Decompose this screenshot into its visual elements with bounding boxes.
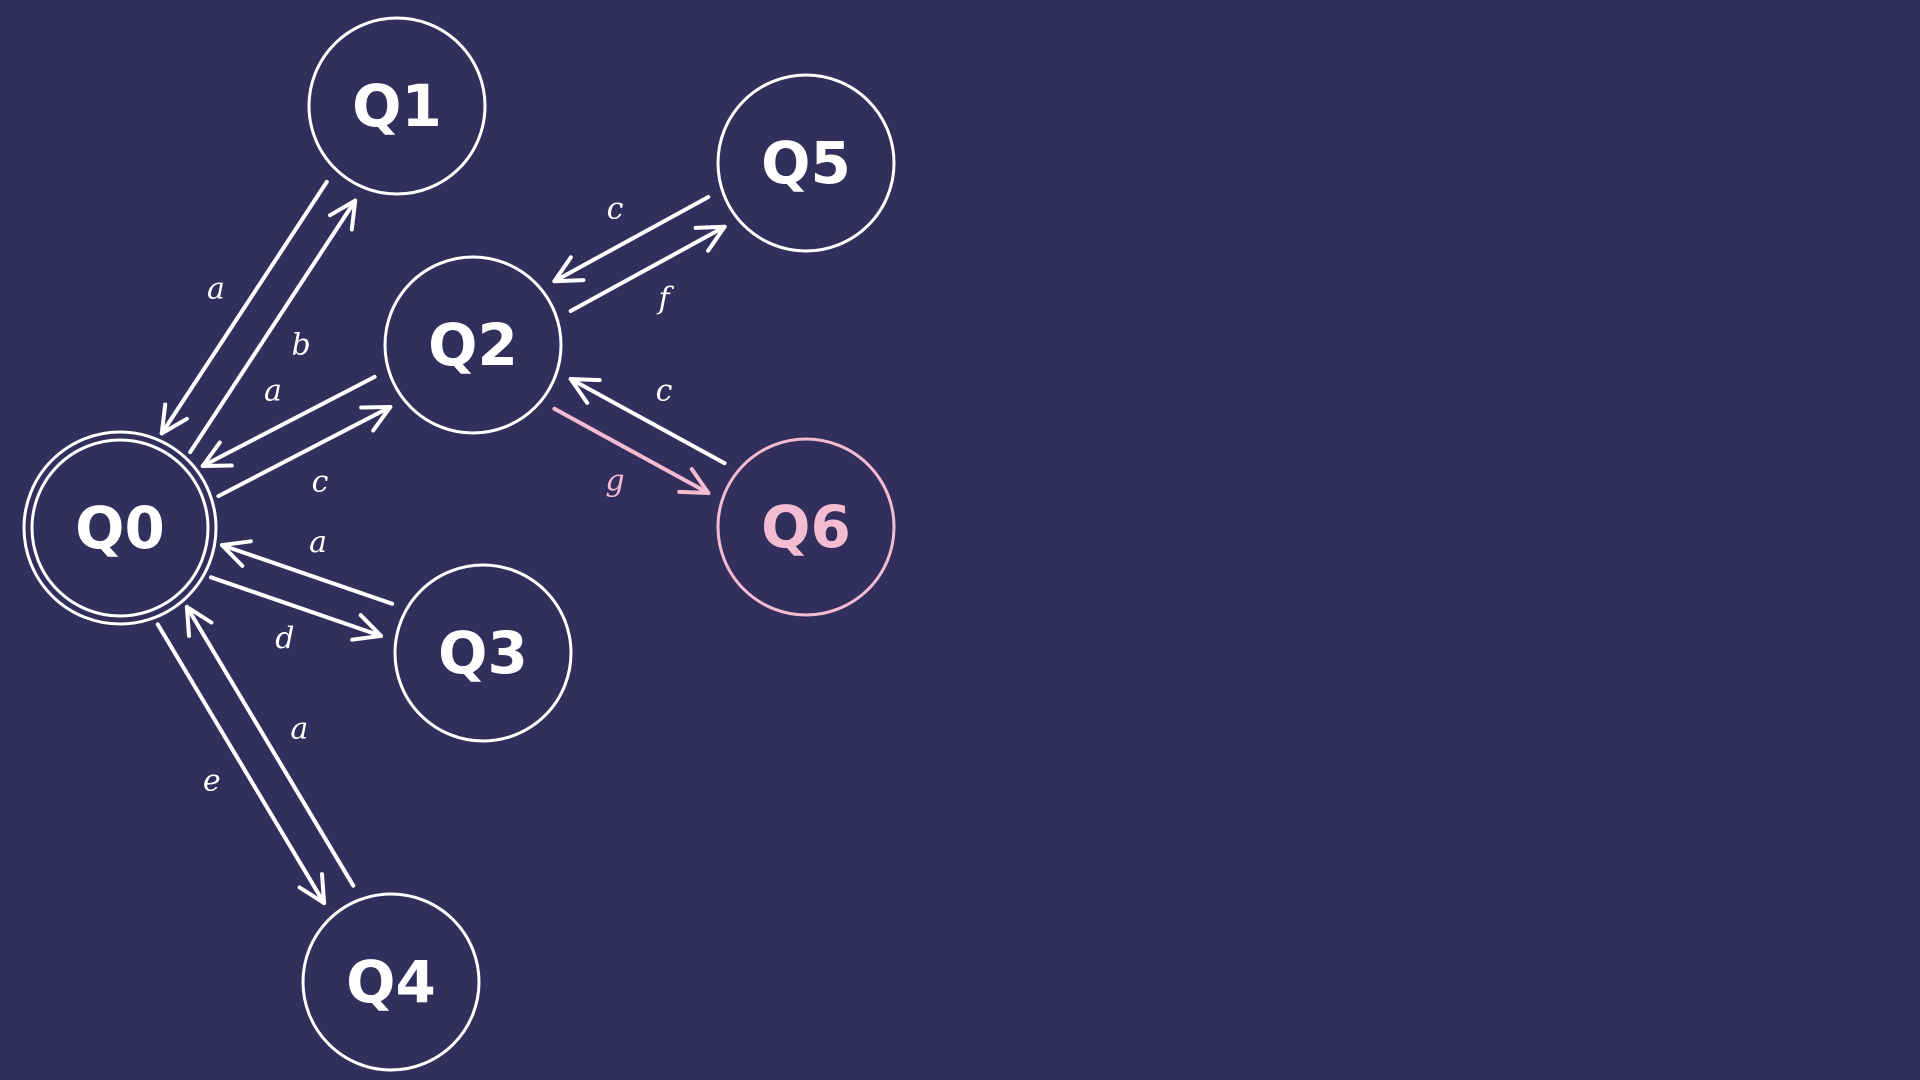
state-ring <box>301 892 481 1072</box>
arrowhead-icon <box>693 224 727 253</box>
transition-q3-q0: a <box>220 525 395 606</box>
transition-q2-q0: a <box>200 374 377 468</box>
arrowhead-icon <box>328 198 358 232</box>
arrowhead-icon <box>184 604 214 638</box>
transition-label: b <box>291 328 310 363</box>
transition-label: c <box>656 374 673 409</box>
transition-q0-q2: c <box>216 405 393 499</box>
transition-label: a <box>290 711 308 746</box>
transition-arrow-line <box>155 622 327 906</box>
state-label: Q1 <box>352 72 442 140</box>
arrowhead-icon <box>220 539 253 568</box>
arrowhead-icon <box>359 405 393 433</box>
transition-label: d <box>275 621 294 656</box>
transition-q2-q6: g <box>552 406 711 498</box>
state-label: Q2 <box>428 311 518 379</box>
transition-q6-q2: c <box>568 374 727 466</box>
transition-arrow-line <box>208 575 383 638</box>
transition-label: c <box>312 464 329 499</box>
arrowhead-icon <box>552 255 586 284</box>
state-label: Q6 <box>761 493 851 561</box>
transition-arrow-line <box>216 405 393 499</box>
transition-arrow-line <box>188 198 358 455</box>
transition-arrow-line <box>552 406 711 495</box>
transition-q0-q3: d <box>208 575 383 656</box>
accepting-ring <box>22 430 218 626</box>
arrowhead-icon <box>297 872 327 906</box>
arrowhead-icon <box>200 440 234 468</box>
state-label: Q3 <box>438 619 528 687</box>
transition-label: e <box>203 764 221 799</box>
state-q3[interactable]: Q3 <box>393 563 573 743</box>
state-label: Q5 <box>761 129 851 197</box>
state-ring <box>716 73 896 253</box>
state-q4[interactable]: Q4 <box>301 892 481 1072</box>
transition-q1-q0: a <box>159 179 329 436</box>
transition-arrow-line <box>568 224 727 313</box>
arrowhead-icon <box>568 377 602 405</box>
state-q0[interactable]: Q0 <box>22 430 218 626</box>
state-ring <box>716 437 896 617</box>
arrowhead-icon <box>350 613 383 642</box>
state-q1[interactable]: Q1 <box>307 16 487 196</box>
state-q5[interactable]: Q5 <box>716 73 896 253</box>
transition-label: f <box>656 281 674 316</box>
arrowhead-icon <box>677 467 711 495</box>
state-label: Q4 <box>346 948 436 1016</box>
transition-q2-q5: f <box>568 224 727 316</box>
transition-arrow-line <box>552 195 711 284</box>
transition-q0-q4: e <box>155 622 327 906</box>
transition-arrow-line <box>568 377 727 466</box>
arrowhead-icon <box>159 402 189 436</box>
state-ring <box>383 255 563 435</box>
transition-arrow-line <box>184 604 356 888</box>
transition-q0-q1: b <box>188 198 358 455</box>
transition-arrow-line <box>159 179 329 436</box>
state-ring <box>30 438 210 618</box>
state-label: Q0 <box>75 494 165 562</box>
state-ring <box>393 563 573 743</box>
transition-label: g <box>605 463 624 498</box>
state-q6[interactable]: Q6 <box>716 437 896 617</box>
transition-q5-q2: c <box>552 192 711 284</box>
transition-label: c <box>607 192 624 227</box>
transition-label: a <box>309 525 327 560</box>
state-ring <box>307 16 487 196</box>
transition-arrow-line <box>220 543 395 606</box>
transition-label: a <box>207 272 225 307</box>
transition-label: a <box>264 374 282 409</box>
transition-arrow-line <box>200 374 377 468</box>
transition-q4-q0: a <box>184 604 356 888</box>
state-q2[interactable]: Q2 <box>383 255 563 435</box>
